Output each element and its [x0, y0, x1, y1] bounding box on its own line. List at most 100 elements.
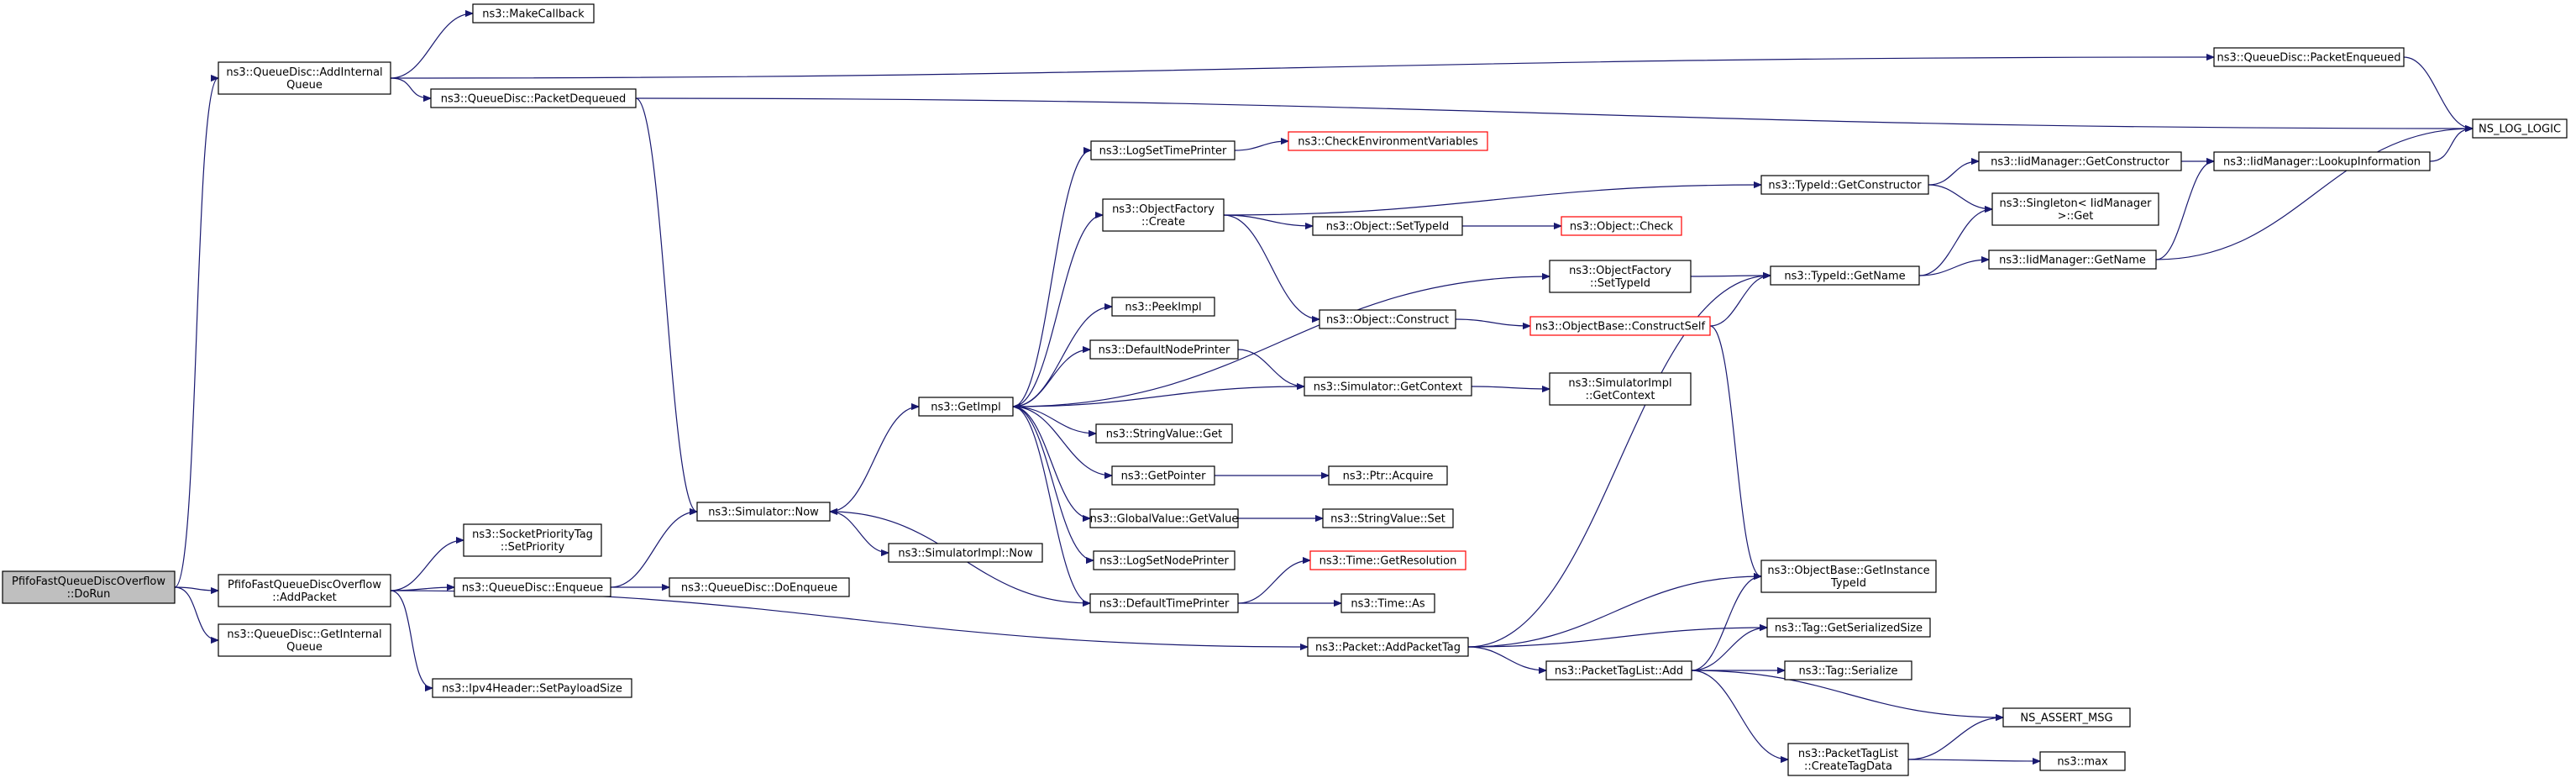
- node-label: ns3::LogSetNodePrinter: [1099, 555, 1229, 568]
- node-label: ns3::SimulatorImpl::Now: [898, 548, 1033, 560]
- node-iidgetctor[interactable]: ns3::IidManager::GetConstructor: [1978, 151, 2182, 171]
- edge-objfactcreate-to-objsettypeid: [1223, 214, 1313, 226]
- node-label: ns3::TypeId::GetName: [1784, 271, 1905, 283]
- node-objconstruct[interactable]: ns3::Object::Construct: [1319, 309, 1456, 329]
- node-nslog[interactable]: NS_LOG_LOGIC: [2472, 118, 2568, 139]
- node-simimplnow[interactable]: ns3::SimulatorImpl::Now: [888, 543, 1043, 563]
- edge-pktdequeued-to-simnow: [635, 97, 698, 512]
- node-objbaseconstruct[interactable]: ns3::ObjectBase::ConstructSelf: [1529, 316, 1711, 336]
- node-iidgetname[interactable]: ns3::IidManager::GetName: [1988, 250, 2157, 270]
- node-timeas[interactable]: ns3::Time::As: [1340, 593, 1435, 613]
- node-createtagdata[interactable]: ns3::PacketTagList::CreateTagData: [1787, 743, 1909, 776]
- node-logsetnode[interactable]: ns3::LogSetNodePrinter: [1093, 550, 1236, 570]
- node-nsassert[interactable]: NS_ASSERT_MSG: [2002, 707, 2131, 728]
- node-simimplgetcontext[interactable]: ns3::SimulatorImpl::GetContext: [1549, 372, 1692, 406]
- node-box: [1093, 550, 1236, 570]
- node-box: [218, 61, 391, 95]
- edge-iidgetname-to-nslog: [2155, 129, 2473, 260]
- node-globalvalget[interactable]: ns3::GlobalValue::GetValue: [1089, 508, 1239, 528]
- node-box: [1307, 637, 1469, 657]
- node-label: ns3::TypeId::GetConstructor: [1768, 180, 1922, 192]
- node-dorun[interactable]: PfifoFastQueueDiscOverflow::DoRun: [2, 570, 176, 604]
- node-box: [2213, 47, 2405, 67]
- node-box: [1529, 316, 1711, 336]
- node-box: [1561, 216, 1682, 236]
- node-addpacket[interactable]: PfifoFastQueueDiscOverflow::AddPacket: [218, 574, 391, 607]
- node-strvalset[interactable]: ns3::StringValue::Set: [1322, 508, 1454, 528]
- node-label: ns3::ObjectBase::GetInstance: [1767, 565, 1929, 577]
- node-label: ns3::max: [2057, 756, 2108, 769]
- edge-typeidgetctor-to-iidgetctor: [1928, 161, 1979, 186]
- node-label: ns3::QueueDisc::AddInternal: [226, 66, 382, 79]
- node-label: ::SetPriority: [501, 541, 565, 554]
- node-box: [2002, 707, 2131, 728]
- node-label: ns3::Tag::Serialize: [1798, 665, 1897, 678]
- node-label: ns3::MakeCallback: [482, 8, 585, 21]
- node-box: [1319, 309, 1456, 329]
- node-doenqueue[interactable]: ns3::QueueDisc::DoEnqueue: [669, 577, 850, 597]
- edge-dorun-to-addpacket: [174, 586, 218, 591]
- node-defnodeprinter[interactable]: ns3::DefaultNodePrinter: [1089, 339, 1239, 360]
- node-ptracquire[interactable]: ns3::Ptr::Acquire: [1328, 465, 1448, 486]
- node-label: ns3::QueueDisc::PacketEnqueued: [2217, 52, 2400, 65]
- node-typeidgetctor[interactable]: ns3::TypeId::GetConstructor: [1760, 175, 1929, 195]
- edge-iidgetname-to-iidlookup: [2155, 161, 2215, 260]
- edge-getimpl-to-strvalget: [1012, 406, 1096, 434]
- node-nsmax[interactable]: ns3::max: [2039, 751, 2126, 771]
- node-box: [1322, 508, 1454, 528]
- edge-objconstruct-to-objbaseconstruct: [1455, 318, 1530, 326]
- edge-simgetcontext-to-getimpl: [1013, 386, 1305, 407]
- node-typeidgetname[interactable]: ns3::TypeId::GetName: [1770, 265, 1920, 286]
- node-label: ns3::Simulator::Now: [708, 507, 819, 519]
- node-pkttaglistadd[interactable]: ns3::PacketTagList::Add: [1545, 660, 1692, 681]
- node-objsettypeid[interactable]: ns3::Object::SetTypeId: [1312, 216, 1463, 236]
- node-objcheck[interactable]: ns3::Object::Check: [1561, 216, 1682, 236]
- node-logsettime[interactable]: ns3::LogSetTimePrinter: [1090, 140, 1236, 160]
- node-getpointer[interactable]: ns3::GetPointer: [1111, 465, 1215, 486]
- node-box: [1760, 175, 1929, 195]
- node-timegetres[interactable]: ns3::Time::GetResolution: [1309, 550, 1466, 570]
- node-tagserialize[interactable]: ns3::Tag::Serialize: [1784, 660, 1912, 681]
- node-objfactcreate[interactable]: ns3::ObjectFactory::Create: [1102, 198, 1225, 232]
- node-box: [2472, 118, 2568, 139]
- node-iidlookup[interactable]: ns3::IidManager::LookupInformation: [2213, 151, 2431, 171]
- node-label: ns3::IidManager::GetConstructor: [1991, 156, 2169, 169]
- node-pktdequeued[interactable]: ns3::QueueDisc::PacketDequeued: [430, 88, 637, 108]
- node-enqueue[interactable]: ns3::QueueDisc::Enqueue: [454, 577, 611, 597]
- edge-typeidgetname-to-iidgetname: [1918, 260, 1989, 276]
- node-addpackettag[interactable]: ns3::Packet::AddPacketTag: [1307, 637, 1469, 657]
- node-label: ns3::LogSetTimePrinter: [1099, 145, 1227, 158]
- node-label: PfifoFastQueueDiscOverflow: [228, 579, 381, 591]
- node-ipv4setpayload[interactable]: ns3::Ipv4Header::SetPayloadSize: [432, 678, 632, 698]
- node-box: [1095, 423, 1233, 444]
- node-checkenv[interactable]: ns3::CheckEnvironmentVariables: [1288, 131, 1488, 151]
- node-label: ns3::ObjectBase::ConstructSelf: [1535, 321, 1706, 334]
- node-makecallback[interactable]: ns3::MakeCallback: [472, 3, 595, 24]
- node-box: [1102, 198, 1225, 232]
- node-label: ns3::SocketPriorityTag: [472, 528, 593, 541]
- node-peekimpl[interactable]: ns3::PeekImpl: [1111, 297, 1215, 317]
- node-strvalget[interactable]: ns3::StringValue::Get: [1095, 423, 1233, 444]
- node-taggetsersize[interactable]: ns3::Tag::GetSerializedSize: [1766, 617, 1931, 638]
- node-box: [218, 574, 391, 607]
- edge-simgetcontext-to-simimplgetcontext: [1471, 386, 1550, 389]
- node-simnow[interactable]: ns3::Simulator::Now: [696, 502, 831, 522]
- node-singleton[interactable]: ns3::Singleton< IidManager >::Get: [1991, 192, 2159, 226]
- node-objfactsettypeid[interactable]: ns3::ObjectFactory::SetTypeId: [1549, 260, 1692, 293]
- edge-getimpl-to-globalvalget: [1012, 406, 1090, 518]
- edge-pkttaglistadd-to-taggetsersize: [1691, 628, 1767, 671]
- node-pktenqueued[interactable]: ns3::QueueDisc::PacketEnqueued: [2213, 47, 2405, 67]
- node-getimpl[interactable]: ns3::GetImpl: [918, 397, 1014, 417]
- node-simgetcontext[interactable]: ns3::Simulator::GetContext: [1304, 376, 1472, 397]
- node-label: ns3::DefaultNodePrinter: [1099, 344, 1230, 357]
- node-box: [2213, 151, 2431, 171]
- node-label: ns3::IidManager::LookupInformation: [2223, 156, 2421, 169]
- node-label: ns3::Object::SetTypeId: [1326, 221, 1449, 234]
- node-sockprio[interactable]: ns3::SocketPriorityTag::SetPriority: [463, 523, 602, 557]
- node-deftimeprinter[interactable]: ns3::DefaultTimePrinter: [1089, 593, 1239, 613]
- edge-typeidgetname-to-singleton: [1918, 209, 1992, 276]
